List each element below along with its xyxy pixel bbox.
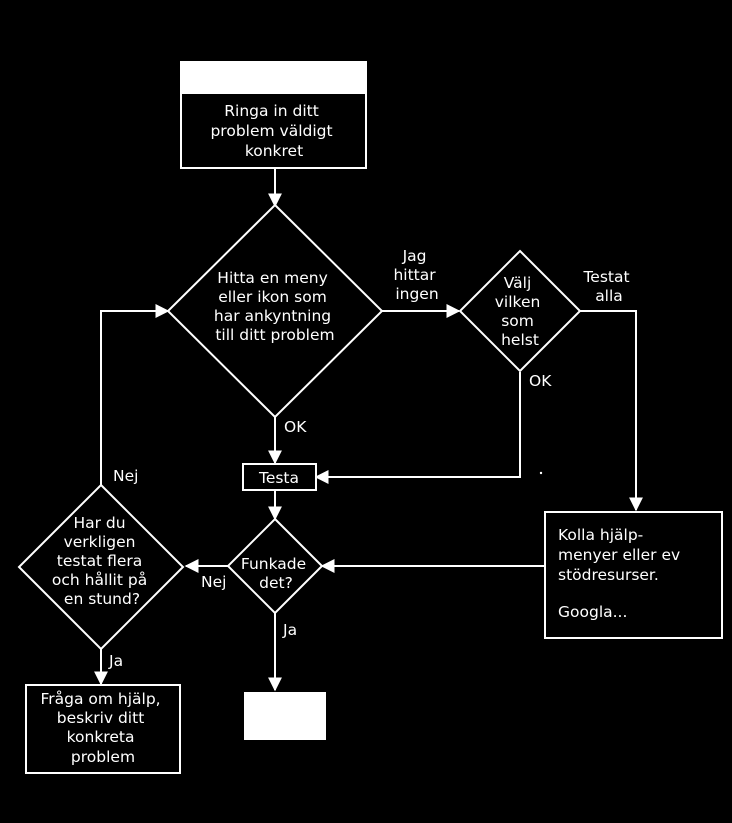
ask-help-line-2: beskriv ditt <box>57 709 145 727</box>
help-menus-line-5: Googla... <box>558 603 627 621</box>
stray-dot <box>539 471 543 475</box>
node-find-menu: Hitta en meny eller ikon som har ankyntn… <box>166 203 384 419</box>
really-tried-line-2: verkligen <box>64 533 136 551</box>
really-tried-diamond <box>17 483 185 651</box>
pick-any-text: Välj vilken som helst <box>495 274 546 349</box>
find-menu-text: Hitta en meny eller ikon som har ankyntn… <box>214 269 336 344</box>
pick-any-line-4: helst <box>501 331 539 349</box>
label-ok-find: OK <box>284 418 307 436</box>
ask-help-line-4: problem <box>71 748 135 766</box>
start-line-3: konkret <box>245 142 303 160</box>
test-text: Testa <box>258 469 299 487</box>
label-cant-find-line-2: hittar <box>393 266 436 284</box>
label-tested-all: Testat alla <box>582 268 634 305</box>
label-no-worked: Nej <box>201 573 226 591</box>
really-tried-text: Har du verkligen testat flera och hållit… <box>52 514 152 608</box>
label-no-tried: Nej <box>113 467 138 485</box>
find-menu-line-3: har ankyntning <box>214 307 331 325</box>
pick-any-line-1: Välj <box>504 274 532 292</box>
edge-tried-to-find <box>100 304 170 485</box>
node-help-menus: Kolla hjälp- menyer eller ev stödresurse… <box>544 511 723 639</box>
worked-line-1: Funkade <box>241 555 306 573</box>
node-really-tried: Har du verkligen testat flera och hållit… <box>17 483 185 651</box>
label-cant-find: Jag hittar ingen <box>393 247 440 303</box>
worked-line-2: det? <box>259 574 293 592</box>
pick-any-diamond <box>458 249 582 373</box>
edge-pick-to-help <box>580 310 643 512</box>
ask-help-line-1: Fråga om hjälp, <box>40 690 160 708</box>
find-menu-line-4: till ditt problem <box>215 326 334 344</box>
label-cant-find-line-3: ingen <box>395 285 438 303</box>
start-text: Ringa in ditt problem väldigt konkret <box>210 102 337 160</box>
find-menu-diamond <box>166 203 384 419</box>
node-pick-any: Välj vilken som helst <box>458 249 582 373</box>
pick-any-line-3: som <box>501 312 534 330</box>
help-menus-line-1: Kolla hjälp- <box>558 526 643 544</box>
help-menus-text: Kolla hjälp- menyer eller ev stödresurse… <box>558 526 685 621</box>
start-box-header <box>182 63 365 94</box>
find-menu-line-1: Hitta en meny <box>217 269 327 287</box>
test-line-1: Testa <box>258 469 299 487</box>
help-menus-line-2: menyer eller ev <box>558 546 680 564</box>
help-menus-line-3: stödresurser. <box>558 566 659 584</box>
node-ask-help: Fråga om hjälp, beskriv ditt konkreta pr… <box>25 684 181 774</box>
edge-pick-to-test <box>314 372 521 484</box>
help-menus-box <box>544 511 723 639</box>
node-test: Testa <box>242 463 317 491</box>
label-ok-pick: OK <box>529 372 552 390</box>
really-tried-line-5: en stund? <box>64 590 140 608</box>
edges <box>94 168 643 692</box>
label-yes-worked: Ja <box>282 621 297 639</box>
test-box <box>242 463 317 491</box>
ask-help-box <box>25 684 181 774</box>
ask-help-line-3: konkreta <box>67 728 135 746</box>
node-worked: Funkade det? <box>226 517 324 615</box>
label-tested-all-line-1: Testat <box>582 268 629 286</box>
ask-help-text: Fråga om hjälp, beskriv ditt konkreta pr… <box>40 690 165 766</box>
label-cant-find-line-1: Jag <box>402 247 427 265</box>
really-tried-line-1: Har du <box>73 514 125 532</box>
end-box <box>244 692 326 740</box>
find-menu-line-2: eller ikon som <box>218 288 327 306</box>
really-tried-line-4: och hållit på <box>52 571 147 589</box>
start-line-2: problem väldigt <box>210 122 332 140</box>
worked-text: Funkade det? <box>241 555 311 592</box>
label-yes-tried: Ja <box>108 652 123 670</box>
really-tried-line-3: testat flera <box>57 552 142 570</box>
node-start: Ringa in ditt problem väldigt konkret <box>180 61 367 169</box>
pick-any-line-2: vilken <box>495 293 541 311</box>
start-line-1: Ringa in ditt <box>224 102 319 120</box>
worked-diamond <box>226 517 324 615</box>
edge-labels: Jag hittar ingen Testat alla OK OK Nej J… <box>108 247 634 670</box>
label-tested-all-line-2: alla <box>595 287 623 305</box>
